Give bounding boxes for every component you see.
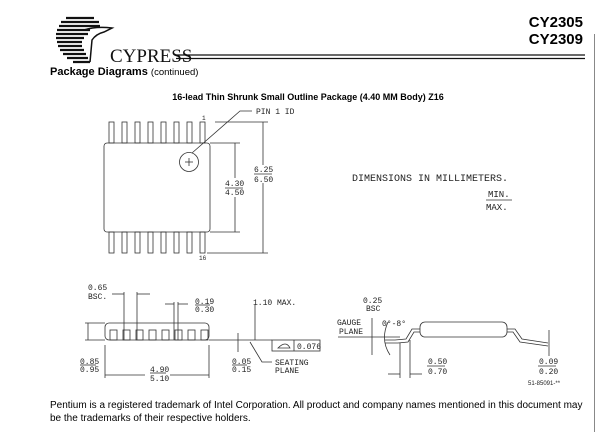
lead — [173, 231, 180, 254]
thickness-max: 0.95 — [80, 366, 99, 375]
height-max: 1.10 MAX. — [253, 299, 296, 308]
page-edge — [594, 34, 595, 432]
lead-width-max: 0.30 — [195, 306, 214, 315]
section-suffix: (continued) — [150, 67, 199, 78]
side-lead — [109, 329, 118, 341]
lead — [160, 121, 167, 144]
lead — [173, 121, 180, 144]
lead — [186, 231, 193, 254]
lead — [134, 121, 141, 144]
angle-label: 0°-8° — [382, 320, 406, 329]
lead — [108, 231, 115, 254]
lead-thickness-min: 0.09 — [539, 358, 558, 367]
pitch-value: 0.65 — [88, 284, 107, 293]
side-lead — [148, 329, 157, 341]
standoff-max: 0.15 — [232, 366, 251, 375]
gauge-plane-label-2: PLANE — [339, 328, 363, 337]
thickness-min: 0.85 — [80, 358, 99, 367]
lead — [199, 121, 206, 144]
lead — [186, 121, 193, 144]
pin1-label: PIN 1 ID — [256, 108, 295, 117]
diagram-title: 16-lead Thin Shrunk Small Outline Packag… — [172, 92, 444, 102]
pin-16-number: 16 — [199, 255, 207, 262]
foot-length-min: 0.50 — [428, 358, 447, 367]
min-label: MIN. — [488, 190, 510, 200]
side-lead — [161, 329, 170, 341]
lead — [160, 231, 167, 254]
section-title-text: Package Diagrams — [50, 66, 148, 78]
seating-plane-label-1: SEATING — [275, 359, 309, 368]
lead-width-min: 0.19 — [195, 298, 214, 307]
seating-plane-label-2: PLANE — [275, 367, 299, 376]
max-label: MAX. — [486, 203, 508, 213]
section-title: Package Diagrams (continued) — [50, 66, 198, 78]
overall-width-min: 6.25 — [254, 166, 273, 175]
side-lead — [122, 329, 131, 341]
foot-length-max: 0.70 — [428, 368, 447, 377]
standoff-min: 0.05 — [232, 358, 251, 367]
flatness-value: 0.076 — [297, 343, 321, 352]
overall-width-max: 6.50 — [254, 176, 273, 185]
logo-text: CYPRESS — [110, 46, 192, 67]
lead — [121, 121, 128, 144]
cypress-logo: CYPRESS — [56, 16, 585, 67]
gauge-note: BSC — [366, 305, 381, 314]
pitch-note: BSC. — [88, 293, 107, 302]
side-lead — [135, 329, 144, 341]
lead — [147, 121, 154, 144]
lead — [199, 231, 206, 254]
lead-thickness-max: 0.20 — [539, 368, 558, 377]
side-lead — [187, 329, 196, 341]
length-min: 4.90 — [150, 366, 169, 375]
length-max: 5.10 — [150, 375, 169, 384]
lead — [121, 231, 128, 254]
units-note: DIMENSIONS IN MILLIMETERS. — [352, 174, 508, 185]
lead — [108, 121, 115, 144]
part-number-1: CY2305 — [528, 14, 583, 31]
top-view: PIN 1 ID 1 16 4.30 4.50 6.25 6.50 — [103, 108, 295, 262]
body-width-max: 4.50 — [225, 189, 244, 198]
lead — [134, 231, 141, 254]
lead — [147, 231, 154, 254]
pin-1-number: 1 — [202, 115, 206, 122]
side-lead — [174, 329, 183, 341]
end-view: 0.25 BSC GAUGE PLANE 0°-8° 0.50 0.70 0.0… — [337, 297, 561, 387]
side-view: 0.65 BSC. 0.19 0.30 1.10 MAX. 0.85 0.95 … — [80, 284, 321, 384]
trademark-note: Pentium is a registered trademark of Int… — [50, 400, 583, 424]
gauge-plane-label-1: GAUGE — [337, 319, 361, 328]
gauge-value: 0.25 — [363, 297, 382, 306]
part-number-2: CY2309 — [528, 31, 583, 48]
body-width-min: 4.30 — [225, 180, 244, 189]
side-lead — [200, 329, 209, 341]
drawing-number: 51-85091-** — [528, 381, 561, 387]
